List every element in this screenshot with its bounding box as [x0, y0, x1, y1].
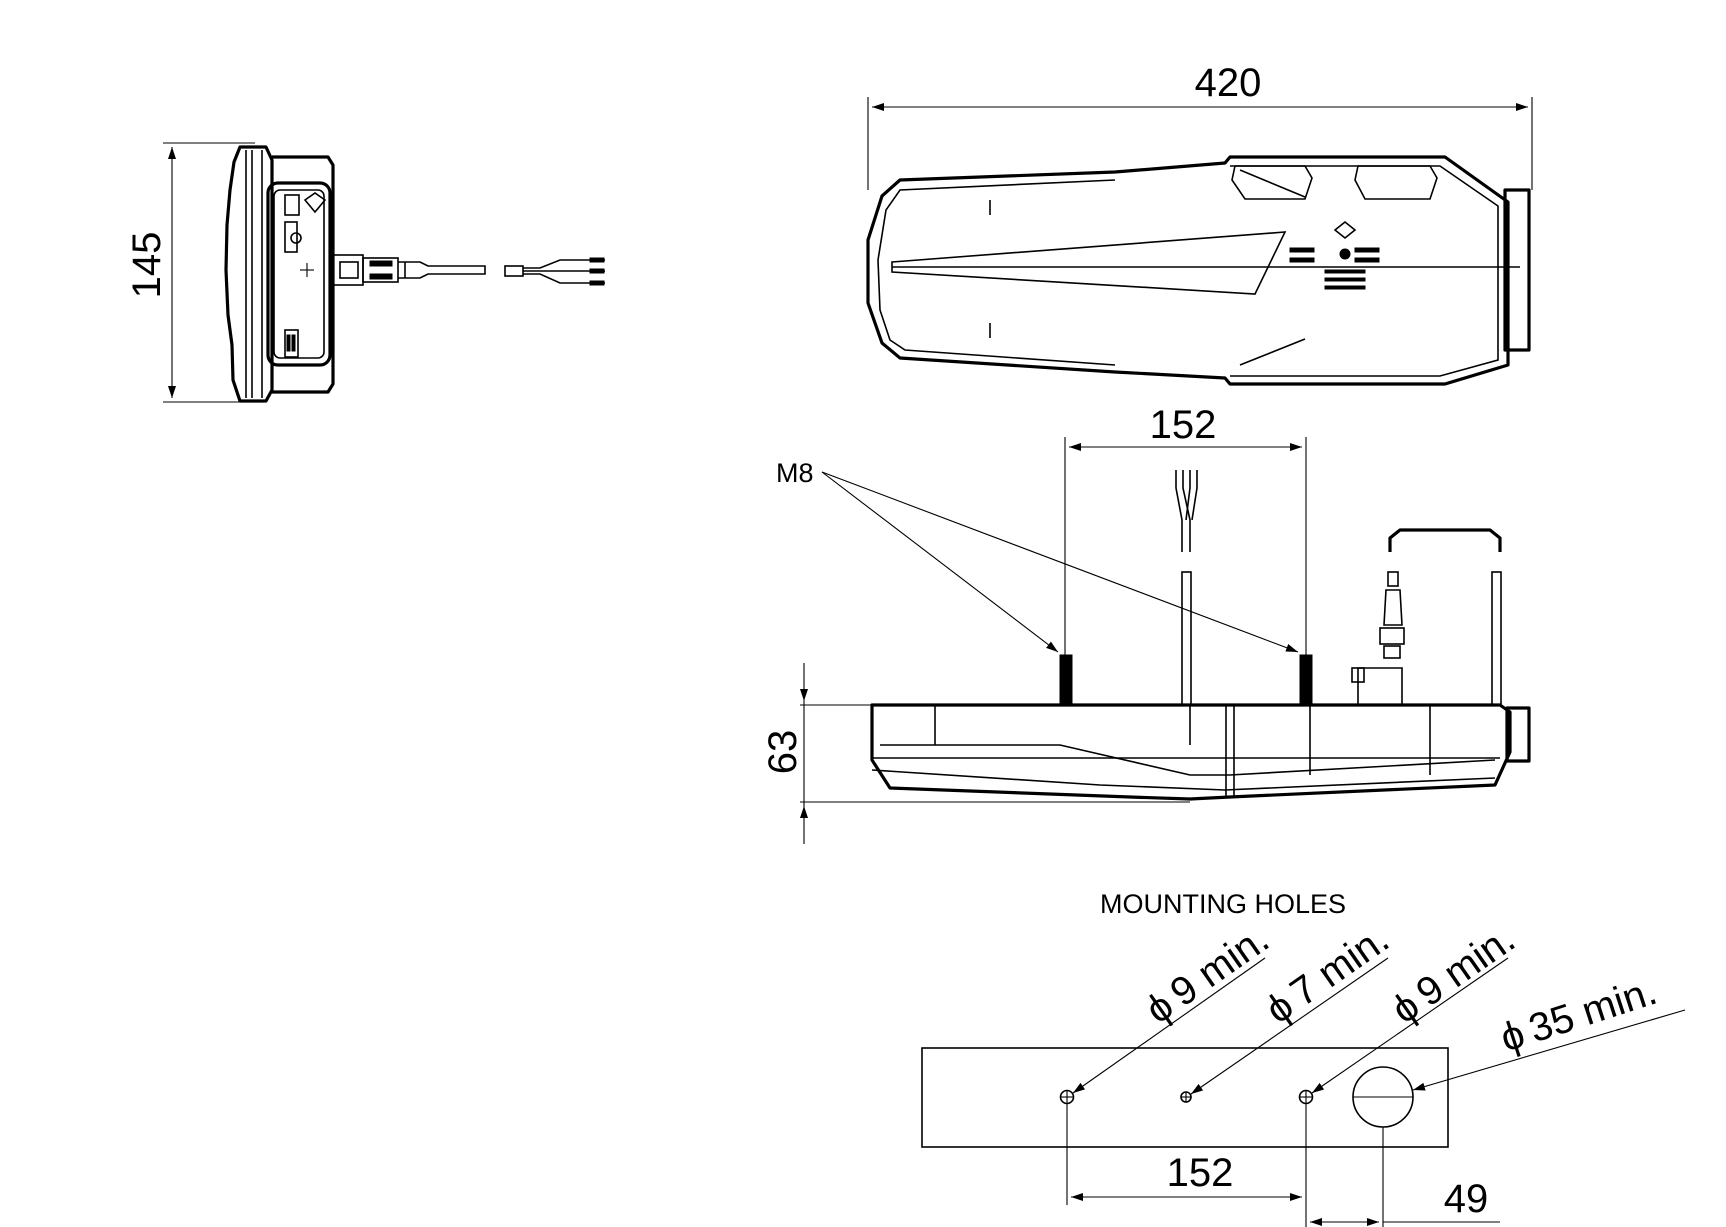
side-view: 145	[125, 142, 605, 403]
front-view: 152 M8	[761, 403, 1531, 844]
dimension-49: 49	[1444, 1177, 1489, 1221]
dimension-420: 420	[1195, 61, 1262, 105]
dimension-152-holes: 152	[1167, 1151, 1234, 1195]
dimension-152-top: 152	[1150, 403, 1217, 447]
hole-4-label: 35 min.	[1524, 969, 1662, 1051]
mounting-plate	[921, 1047, 1449, 1148]
dimension-63: 63	[761, 730, 805, 775]
hole-2-label: 7 min.	[1282, 917, 1396, 1016]
mounting-holes: MOUNTING HOLES ϕ 9 min. ϕ 7 min. ϕ 9 min	[921, 889, 1686, 1227]
top-view: 420	[866, 61, 1533, 386]
dimension-145: 145	[125, 232, 169, 299]
hole-3-label: 9 min.	[1408, 917, 1522, 1016]
thread-label: M8	[776, 458, 814, 488]
hole-4-diameter-symbol: ϕ	[1495, 1012, 1530, 1061]
mounting-holes-title: MOUNTING HOLES	[1100, 889, 1346, 919]
